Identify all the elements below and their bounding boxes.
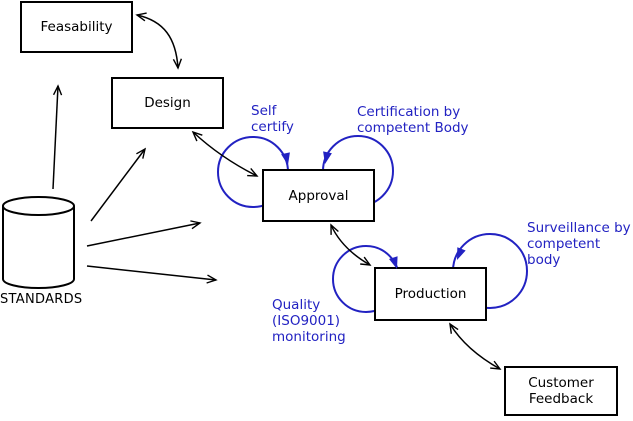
annotation-quality: Quality (ISO9001) monitoring — [272, 297, 346, 345]
surveillance-arrowhead-icon — [457, 247, 466, 260]
node-feasability-label: Feasability — [40, 19, 113, 35]
standards-label: STANDARDS — [0, 292, 83, 307]
node-customer-feedback-label: Customer Feedback — [528, 375, 594, 407]
annotation-self-certify: Self certify — [251, 103, 294, 135]
self-certify-arrowhead-icon — [281, 152, 290, 165]
standards-cylinder — [1, 196, 75, 289]
node-production: Production — [374, 267, 487, 321]
certification-arrowhead-icon — [323, 151, 332, 164]
node-customer-feedback: Customer Feedback — [504, 366, 618, 416]
arrow-standards-approval — [86, 220, 202, 247]
node-approval: Approval — [262, 169, 375, 222]
arrow-standards-design — [90, 147, 147, 222]
arrow-approval-production — [330, 223, 372, 266]
node-feasability: Feasability — [20, 1, 133, 53]
node-approval-label: Approval — [288, 187, 349, 204]
node-design: Design — [111, 77, 224, 129]
annotation-surveillance: Surveillance by competent body — [527, 220, 631, 268]
arrow-standards-feasability — [52, 84, 63, 190]
arrow-standards-production — [86, 265, 218, 284]
node-production-label: Production — [394, 286, 467, 302]
node-design-label: Design — [144, 95, 191, 111]
arrow-design-approval — [191, 130, 259, 177]
arrow-feasability-design — [135, 12, 183, 70]
annotation-certification: Certification by competent Body — [357, 104, 469, 136]
arrow-production-customer-feedback — [449, 322, 502, 370]
